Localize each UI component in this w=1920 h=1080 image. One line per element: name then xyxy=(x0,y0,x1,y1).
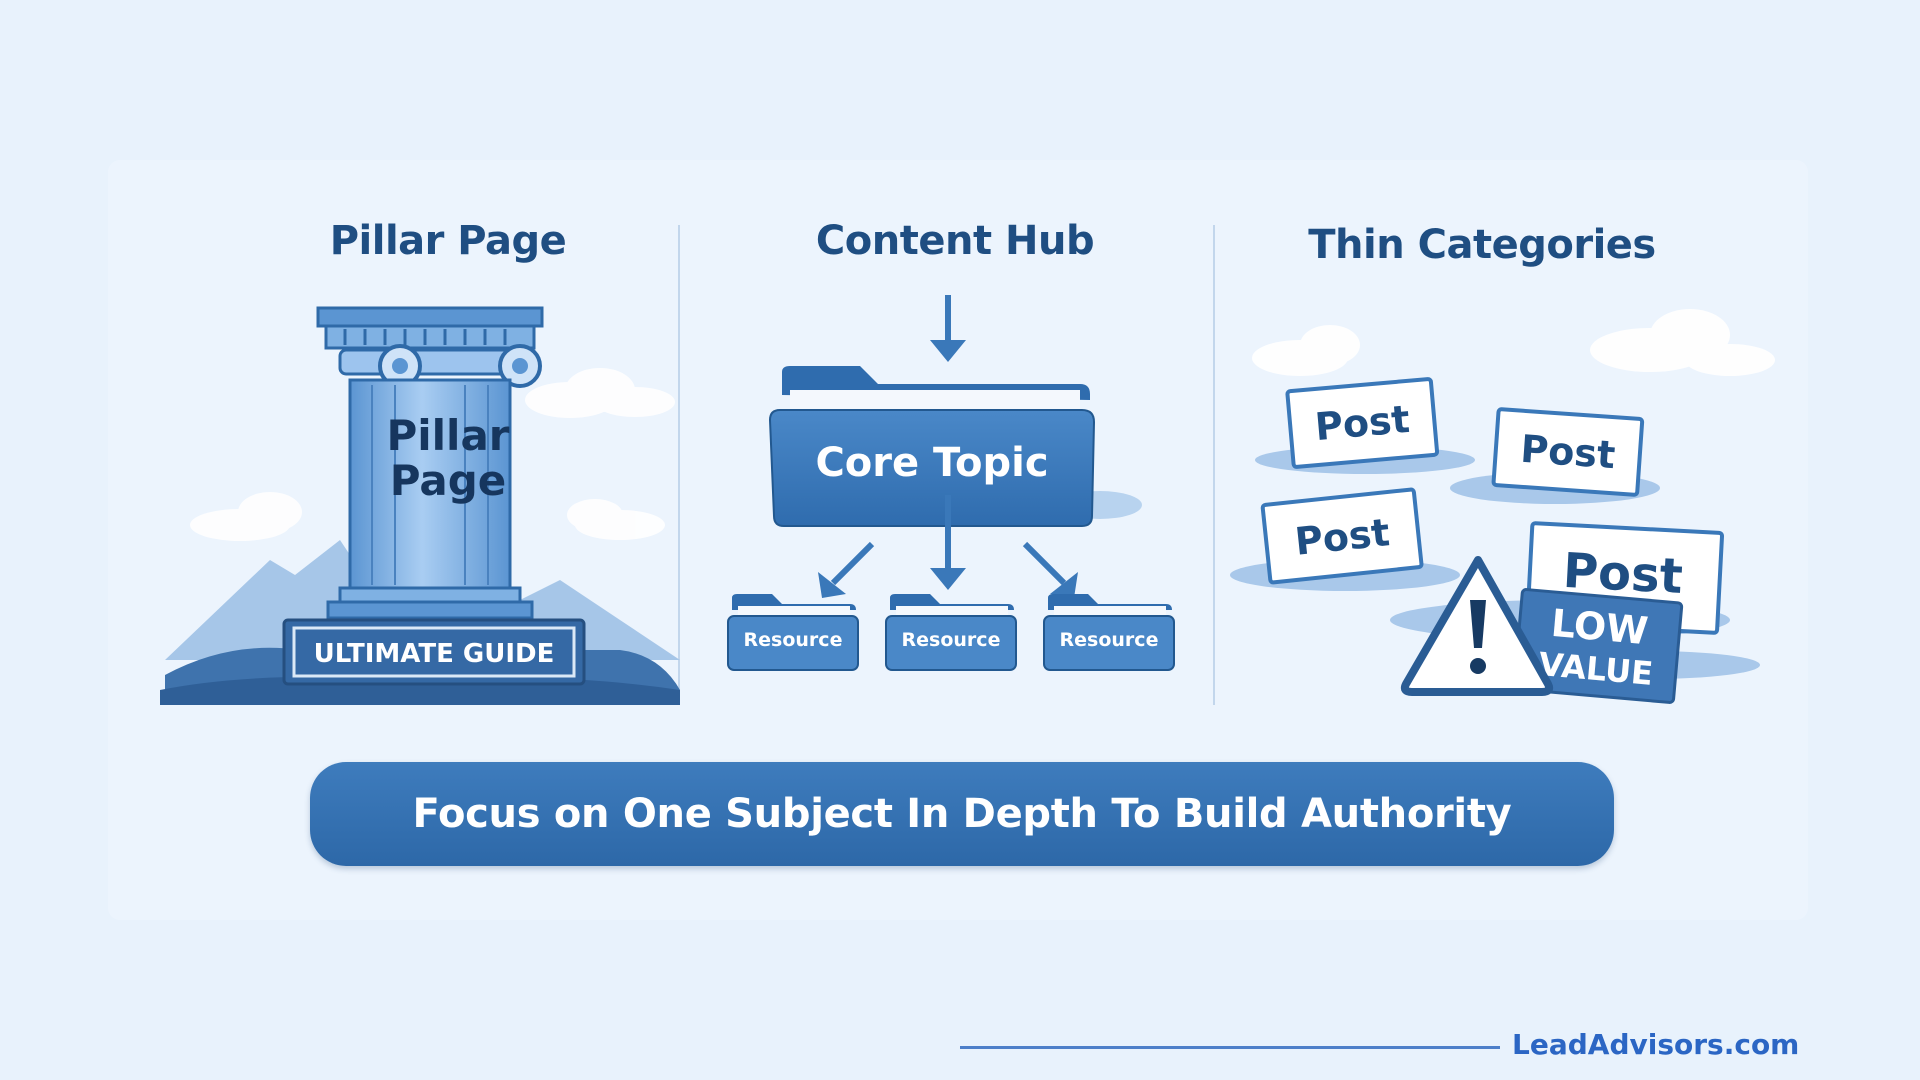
post-card: Post xyxy=(1285,377,1440,469)
resource-label: Resource xyxy=(1060,629,1159,651)
arrow-down-icon xyxy=(930,295,966,362)
column-title-content-hub: Content Hub xyxy=(815,218,1095,264)
pillar-column-icon: Pillar Page xyxy=(316,306,544,620)
pillar-label-line-1: Pillar xyxy=(386,411,509,460)
core-topic-folder-icon: Core Topic xyxy=(768,366,1142,527)
post-label: Post xyxy=(1313,397,1411,449)
post-label: Post xyxy=(1293,510,1392,564)
pillar-page-illustration: Pillar Page ULTIMATE GUIDE xyxy=(160,306,680,705)
cloud-icon xyxy=(1252,309,1775,376)
resource-label: Resource xyxy=(902,629,1001,651)
branch-arrows xyxy=(818,495,1078,598)
resource-folder-icon: Resource xyxy=(1043,594,1175,671)
column-divider-left xyxy=(678,225,680,705)
column-title-thin-categories: Thin Categories xyxy=(1308,222,1656,268)
ultimate-guide-plaque: ULTIMATE GUIDE xyxy=(282,618,586,686)
post-label: Post xyxy=(1519,427,1617,478)
plaque-label: ULTIMATE GUIDE xyxy=(314,639,555,669)
warning-icon xyxy=(1400,556,1554,696)
resource-folder-icon: Resource xyxy=(727,594,859,671)
summary-banner: Focus on One Subject In Depth To Build A… xyxy=(310,762,1614,866)
footer-divider-line xyxy=(960,1046,1500,1049)
footer-brand-link[interactable]: LeadAdvisors.com xyxy=(1512,1028,1800,1061)
content-hub-illustration: Core Topic Resource Resource Resource xyxy=(727,295,1175,671)
thin-categories-illustration: Post Post Post Post LOW VALUE xyxy=(1230,309,1775,704)
resource-folder-icon: Resource xyxy=(885,594,1017,671)
banner-text: Focus on One Subject In Depth To Build A… xyxy=(412,791,1512,837)
cloud-icon xyxy=(190,368,675,541)
column-title-pillar-page: Pillar Page xyxy=(329,218,567,264)
resource-label: Resource xyxy=(744,629,843,651)
post-card: Post xyxy=(1491,407,1645,497)
low-value-badge: LOW VALUE xyxy=(1512,588,1684,704)
post-card: Post xyxy=(1260,487,1424,585)
core-topic-label: Core Topic xyxy=(815,440,1048,486)
column-divider-right xyxy=(1213,225,1215,705)
badge-line-1: LOW xyxy=(1549,601,1650,653)
pillar-label-line-2: Page xyxy=(390,456,507,505)
